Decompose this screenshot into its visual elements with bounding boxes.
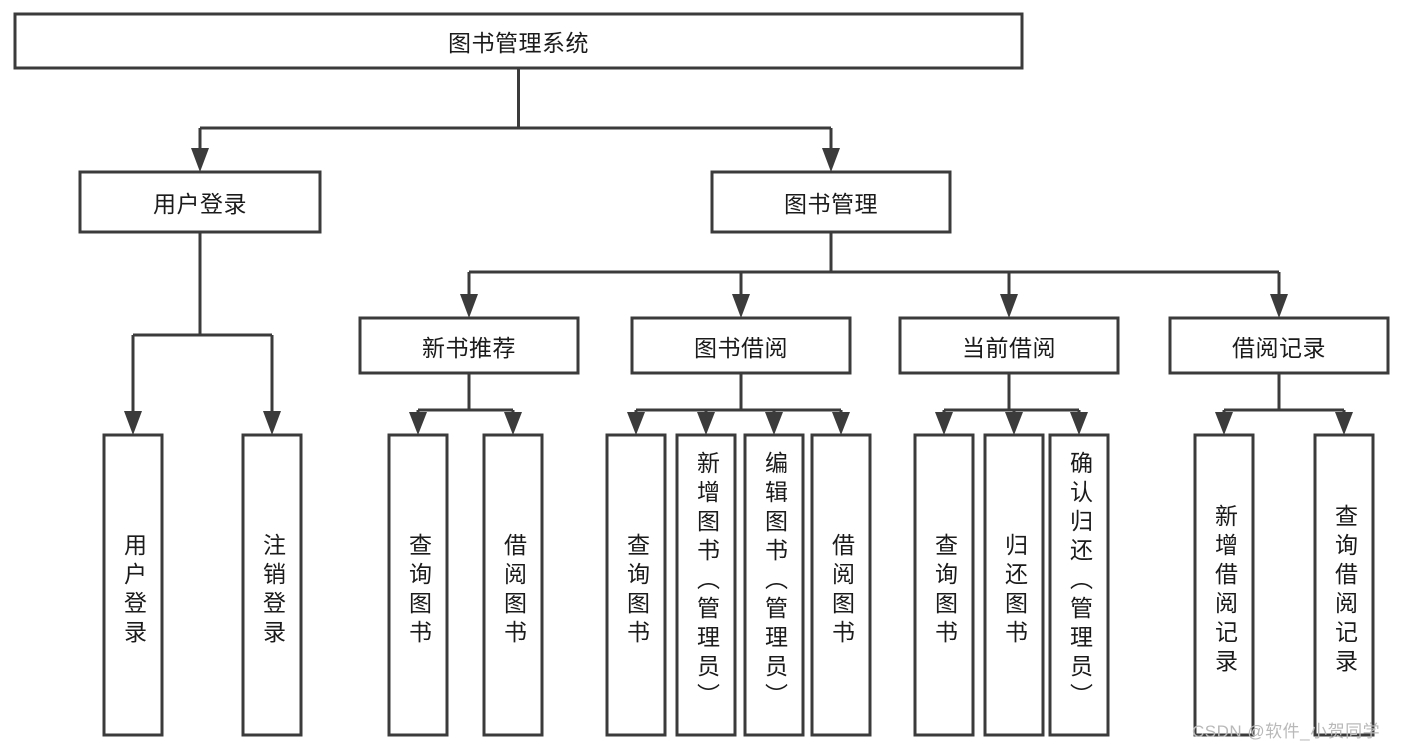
arrow-leaf-user-login — [124, 411, 142, 435]
arrow-leaf-confirm-return — [1070, 412, 1088, 435]
arrow-leaf-query-book-3 — [935, 412, 953, 435]
node-leaf-return-book[interactable] — [983, 433, 1045, 737]
arrow-leaf-add-record — [1215, 412, 1233, 435]
node-leaf-borrow-book-1[interactable] — [482, 433, 544, 737]
node-leaf-query-record[interactable] — [1313, 433, 1375, 737]
node-leaf-query-book-1[interactable] — [387, 433, 449, 737]
node-leaf-add-book[interactable] — [675, 433, 737, 737]
arrow-book-borrow — [732, 294, 750, 318]
arrow-user-login — [191, 148, 209, 172]
arrow-leaf-borrow-book-1 — [504, 412, 522, 435]
arrow-leaf-query-record — [1335, 412, 1353, 435]
arrow-leaf-query-book-2 — [627, 412, 645, 435]
arrow-leaf-edit-book — [765, 412, 783, 435]
node-root[interactable] — [13, 12, 1024, 70]
node-leaf-user-login[interactable] — [102, 433, 164, 737]
node-leaf-borrow-book-2[interactable] — [810, 433, 872, 737]
arrow-leaf-return-book — [1005, 412, 1023, 435]
node-user-login[interactable] — [78, 170, 322, 234]
arrow-new-book-rec — [460, 294, 478, 318]
arrow-current-borrow — [1000, 294, 1018, 318]
arrow-leaf-add-book — [697, 412, 715, 435]
arrow-leaf-logout — [263, 411, 281, 435]
node-leaf-edit-book[interactable] — [743, 433, 805, 737]
node-leaf-logout[interactable] — [241, 433, 303, 737]
node-leaf-query-book-2[interactable] — [605, 433, 667, 737]
node-leaf-query-book-3[interactable] — [913, 433, 975, 737]
boxes-layer — [13, 12, 1390, 737]
node-leaf-confirm-return[interactable] — [1048, 433, 1110, 737]
node-book-borrow[interactable] — [630, 316, 852, 375]
node-current-borrow[interactable] — [898, 316, 1120, 375]
arrow-book-manage — [822, 148, 840, 172]
node-leaf-add-record[interactable] — [1193, 433, 1255, 737]
connectors-layer — [124, 68, 1353, 435]
node-new-book-rec[interactable] — [358, 316, 580, 375]
node-book-manage[interactable] — [710, 170, 952, 234]
node-borrow-record[interactable] — [1168, 316, 1390, 375]
arrow-leaf-query-book-1 — [409, 412, 427, 435]
arrow-borrow-record — [1270, 294, 1288, 318]
watermark-text: CSDN @软件_小贺同学 — [1192, 722, 1381, 741]
arrow-leaf-borrow-book-2 — [832, 412, 850, 435]
